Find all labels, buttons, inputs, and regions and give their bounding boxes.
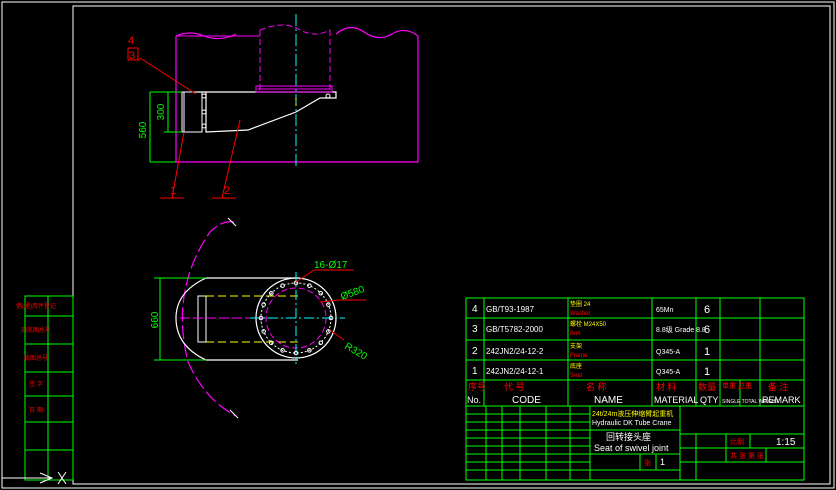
sheet-value: 1 bbox=[660, 457, 665, 467]
part-no: 1 bbox=[472, 366, 478, 377]
callout-3: 3 bbox=[129, 50, 135, 62]
strip-label-1: 旧底图总号 bbox=[21, 326, 51, 334]
part-code: GB/T93-1987 bbox=[486, 305, 535, 314]
bolt-hole bbox=[280, 348, 285, 353]
part-name-cn: 支架 bbox=[570, 342, 582, 350]
scale-label: 比例 bbox=[730, 437, 744, 446]
strip-label-0: 借(通)用件登记 bbox=[16, 302, 56, 310]
sheet-label: 张 bbox=[644, 458, 651, 467]
bolt-hole bbox=[307, 348, 312, 353]
bolt-hole bbox=[328, 315, 334, 321]
project-cn: 24t/24m液压伸缩臂起重机 bbox=[592, 409, 673, 418]
part-no: 3 bbox=[472, 324, 478, 335]
holes-label: 16-Ø17 bbox=[314, 260, 348, 271]
left-revision-strip: 借(通)用件登记 旧底图总号 底图总号 签 字 日 期 bbox=[16, 295, 74, 481]
hdr-qty-en: QTY bbox=[700, 395, 719, 405]
parts-row: 1 242JN2/24-12-1 底座 Seat Q345-A 1 bbox=[472, 362, 710, 379]
hdr-remark-cn: 备 注 bbox=[768, 381, 789, 392]
callout-1: 1 bbox=[170, 185, 176, 197]
part-name-cn: 螺栓 M24X50 bbox=[570, 320, 607, 328]
part-name-en: Frame bbox=[570, 353, 588, 359]
front-view: 560 300 4 3 1 2 bbox=[127, 14, 419, 199]
parts-row: 2 242JN2/24-12-2 支架 Frame Q345-A 1 bbox=[472, 342, 710, 359]
part-code: 242JN2/24-12-1 bbox=[486, 367, 544, 376]
title-block: 24t/24m液压伸缩臂起重机 Hydraulic DK Tube Crane … bbox=[465, 405, 805, 481]
dim-300-label: 300 bbox=[156, 103, 167, 120]
hdr-no-cn: 序号 bbox=[468, 381, 486, 392]
inner-frame bbox=[72, 5, 831, 485]
drawing-en: Seat of swivel joint bbox=[594, 443, 669, 453]
ucs-icon bbox=[2, 471, 67, 485]
part-qty: 1 bbox=[704, 346, 710, 358]
hdr-code-en: CODE bbox=[512, 395, 541, 406]
part-material: Q345-A bbox=[656, 349, 680, 356]
sheet-cn: 共 张 第 张 bbox=[730, 451, 764, 460]
part-code: GB/T5782-2000 bbox=[486, 325, 543, 334]
hdr-code-cn: 代 号 bbox=[504, 382, 525, 392]
part-name-cn: 垫圈 24 bbox=[570, 300, 591, 308]
scale-value: 1:15 bbox=[776, 437, 796, 448]
part-name-cn: 底座 bbox=[570, 362, 582, 370]
dim-560-label: 560 bbox=[138, 121, 149, 138]
hdr-material-cn: 材 料 bbox=[656, 381, 677, 392]
part-qty: 1 bbox=[704, 366, 710, 378]
dim-660-label: 660 bbox=[150, 311, 161, 328]
bolt-hole bbox=[326, 302, 331, 307]
bolt-hole bbox=[268, 340, 274, 346]
part-no: 4 bbox=[472, 304, 478, 315]
part-material: 65Mn bbox=[656, 307, 674, 314]
bolt-hole bbox=[318, 290, 324, 296]
callout-2: 2 bbox=[224, 185, 230, 197]
bolt-hole bbox=[307, 283, 312, 288]
strip-label-4: 日 期 bbox=[29, 406, 43, 414]
drawing-cn: 回转接头座 bbox=[606, 431, 651, 442]
bolt-hole bbox=[293, 280, 299, 286]
plan-view: 660 16-Ø17 Ø580 R320 bbox=[150, 217, 370, 419]
bolt-hole bbox=[293, 350, 299, 356]
bolt-hole bbox=[318, 340, 324, 346]
parts-row: 4 GB/T93-1987 垫圈 24 Washer 65Mn 6 bbox=[472, 300, 710, 317]
hdr-name-cn: 名 称 bbox=[586, 381, 607, 392]
bolt-hole bbox=[280, 283, 285, 288]
hdr-material-en: MATERIAL bbox=[654, 395, 698, 405]
part-no: 2 bbox=[472, 346, 478, 357]
radius-label: R320 bbox=[343, 341, 370, 363]
project-en: Hydraulic DK Tube Crane bbox=[592, 420, 671, 427]
bolt-hole bbox=[261, 329, 266, 334]
strip-label-3: 签 字 bbox=[29, 380, 43, 388]
part-code: 242JN2/24-12-2 bbox=[486, 347, 544, 356]
bolt-hole bbox=[261, 302, 266, 307]
part-name-en: Bolt bbox=[570, 331, 581, 337]
part-name-en: Washer bbox=[570, 311, 590, 317]
part-material: Q345-A bbox=[656, 369, 680, 376]
part-name-en: Seat bbox=[570, 373, 583, 379]
hdr-no-en: No. bbox=[467, 395, 481, 405]
part-qty: 6 bbox=[704, 304, 710, 316]
part-qty: 6 bbox=[704, 324, 710, 336]
strip-label-2: 底图总号 bbox=[24, 354, 48, 362]
bolt-hole bbox=[258, 315, 264, 321]
callout-4: 4 bbox=[128, 35, 134, 47]
hdr-name-en: NAME bbox=[594, 395, 623, 406]
part-material: 8.8级 Grade 8.8 bbox=[656, 325, 706, 334]
hdr-remark-en: REMARK bbox=[762, 395, 801, 405]
hdr-weight-cn: 单重 总重 bbox=[722, 381, 752, 390]
hdr-qty-cn: 数量 bbox=[698, 381, 716, 392]
bolt-hole bbox=[326, 329, 331, 334]
bolt-hole bbox=[268, 290, 274, 296]
hdr-weight-en: SINGLE TOTAL WEIGHT bbox=[722, 399, 779, 405]
parts-list-table: 4 GB/T93-1987 垫圈 24 Washer 65Mn 6 3 GB/T5782-20… bbox=[465, 297, 805, 407]
